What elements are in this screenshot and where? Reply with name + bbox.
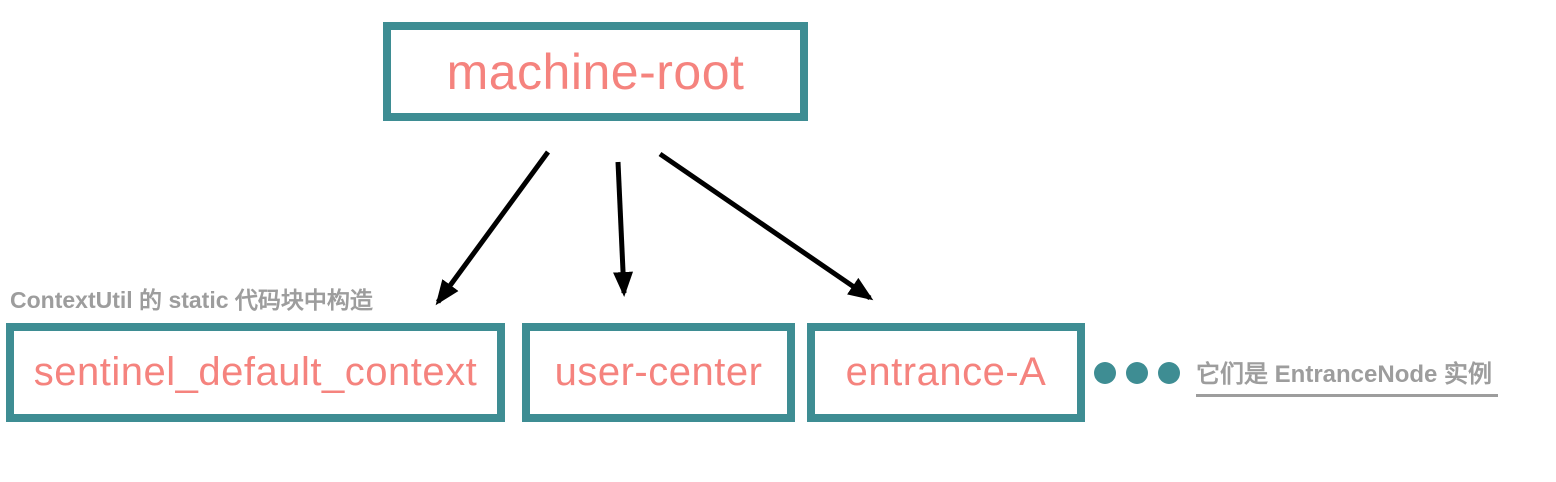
arrow-root-to-sentinel-default-context [435, 150, 551, 306]
node-entrance-a-label: entrance-A [845, 350, 1047, 394]
ellipsis-dot [1158, 362, 1180, 384]
ellipsis-dot [1126, 362, 1148, 384]
annotation-entrance-node-instances: 它们是 EntranceNode 实例 [1196, 354, 1499, 397]
arrow-root-to-user-center [613, 161, 634, 297]
ellipsis-dot [1094, 362, 1116, 384]
node-user-center: user-center [522, 323, 795, 422]
node-sentinel-default-context: sentinel_default_context [6, 323, 505, 422]
node-machine-root-label: machine-root [446, 43, 745, 100]
arrow-root-to-entrance-a [658, 151, 874, 301]
annotation-contextutil-static: ContextUtil 的 static 代码块中构造 [10, 287, 373, 313]
node-user-center-label: user-center [554, 350, 763, 394]
node-machine-root: machine-root [383, 22, 808, 121]
node-sentinel-default-context-label: sentinel_default_context [33, 350, 478, 394]
ellipsis-icon [1094, 362, 1180, 384]
node-entrance-a: entrance-A [807, 323, 1085, 422]
